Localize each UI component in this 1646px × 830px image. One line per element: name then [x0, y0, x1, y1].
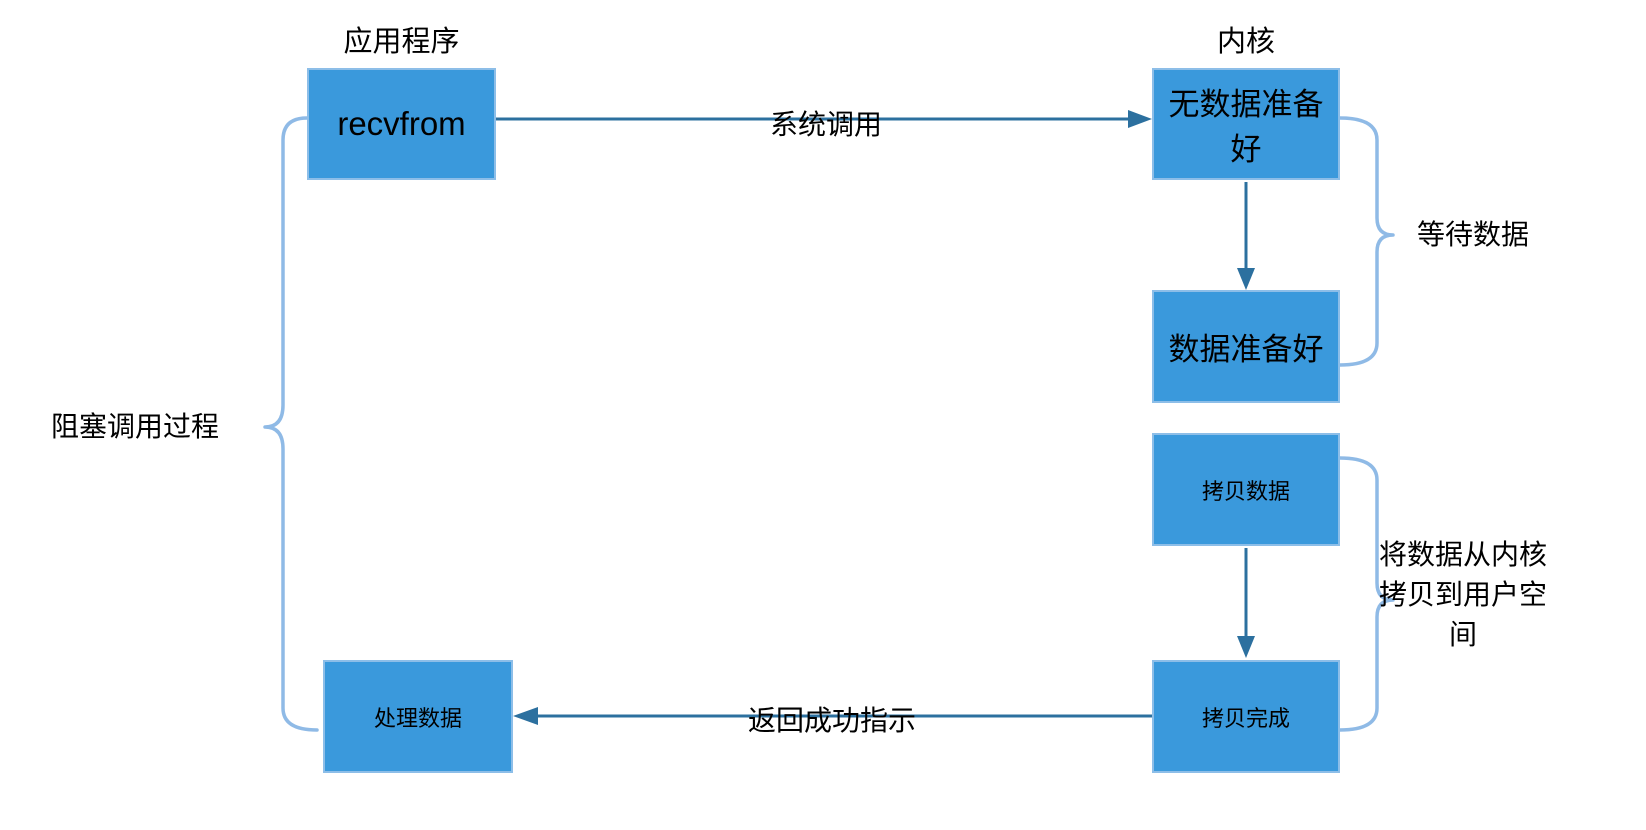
copy-to-user-brace — [1338, 456, 1395, 732]
system-call-label: 系统调用 — [769, 109, 882, 140]
node-copy-complete: 拷贝完成 — [1152, 660, 1340, 773]
node-recvfrom: recvfrom — [307, 68, 496, 180]
node-process-data: 处理数据 — [323, 660, 513, 773]
application-lane-title: 应用程序 — [343, 26, 460, 58]
return-success-arrow-head — [513, 707, 538, 725]
wait-for-data-brace — [1338, 116, 1395, 367]
kernel-lane-title: 内核 — [1216, 26, 1275, 58]
node-copy-data: 拷贝数据 — [1152, 433, 1340, 546]
wait-for-data-label: 等待数据 — [1416, 219, 1529, 250]
wait-arrow-head — [1237, 268, 1255, 290]
blocking-call-brace — [263, 116, 319, 732]
return-success-label: 返回成功指示 — [747, 705, 916, 736]
blocking-call-process-label: 阻塞调用过程 — [50, 411, 219, 442]
copy-kernel-to-user-label: 将数据从内核拷贝到用户空间 — [1378, 539, 1547, 650]
node-data-ready: 数据准备好 — [1152, 290, 1340, 403]
system-call-arrow-head — [1128, 110, 1152, 128]
node-no-data-ready: 无数据准备好 — [1152, 68, 1340, 180]
copy-arrow-head — [1237, 636, 1255, 658]
